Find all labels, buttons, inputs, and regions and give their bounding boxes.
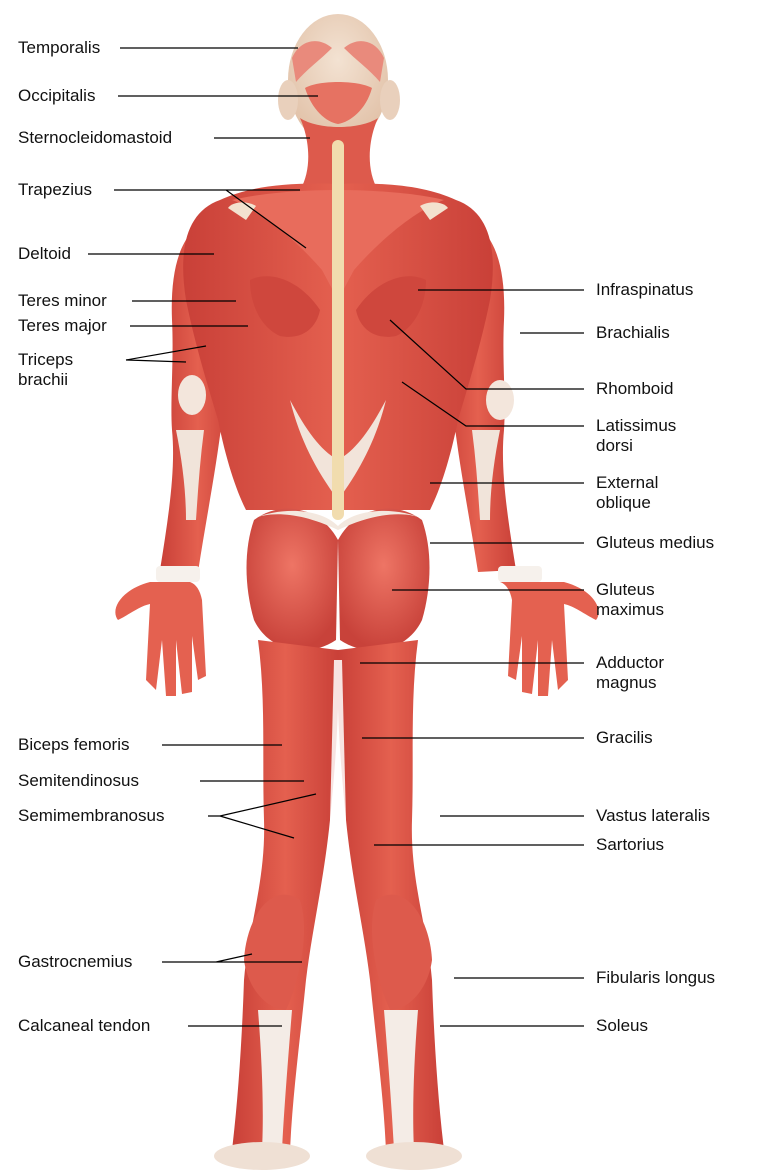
label-gastrocnemius: Gastrocnemius (18, 952, 132, 972)
label-gluteus-maximus-line2: maximus (596, 600, 664, 620)
gluteals (247, 509, 430, 651)
label-occipitalis: Occipitalis (18, 86, 95, 106)
label-triceps-brachii: Triceps brachii (18, 350, 73, 390)
left-leg (214, 640, 339, 1170)
label-rhomboid: Rhomboid (596, 379, 674, 399)
label-deltoid: Deltoid (18, 244, 71, 264)
label-latissimus-dorsi: Latissimus dorsi (596, 416, 676, 456)
label-brachialis: Brachialis (596, 323, 670, 343)
label-adductor-magnus-line2: magnus (596, 673, 664, 693)
label-soleus: Soleus (596, 1016, 648, 1036)
label-external-oblique-line2: oblique (596, 493, 658, 513)
label-gracilis: Gracilis (596, 728, 653, 748)
label-latissimus-line1: Latissimus (596, 416, 676, 436)
label-external-oblique: External oblique (596, 473, 658, 513)
label-infraspinatus: Infraspinatus (596, 280, 693, 300)
label-gluteus-maximus: Gluteus maximus (596, 580, 664, 620)
label-adductor-magnus-line1: Adductor (596, 653, 664, 673)
label-biceps-femoris: Biceps femoris (18, 735, 129, 755)
label-sternocleidomastoid: Sternocleidomastoid (18, 128, 172, 148)
label-triceps-line1: Triceps (18, 350, 73, 370)
label-external-oblique-line1: External (596, 473, 658, 493)
label-latissimus-line2: dorsi (596, 436, 676, 456)
label-triceps-line2: brachii (18, 370, 73, 390)
label-adductor-magnus: Adductor magnus (596, 653, 664, 693)
torso (183, 140, 493, 520)
label-gluteus-maximus-line1: Gluteus (596, 580, 664, 600)
label-trapezius: Trapezius (18, 180, 92, 200)
label-vastus-lateralis: Vastus lateralis (596, 806, 710, 826)
right-leg (337, 640, 462, 1170)
label-teres-minor: Teres minor (18, 291, 107, 311)
label-gluteus-medius: Gluteus medius (596, 533, 714, 553)
label-sartorius: Sartorius (596, 835, 664, 855)
label-semitendinosus: Semitendinosus (18, 771, 139, 791)
label-calcaneal-tendon: Calcaneal tendon (18, 1016, 150, 1036)
label-temporalis: Temporalis (18, 38, 100, 58)
head (278, 14, 400, 146)
label-fibularis-longus: Fibularis longus (596, 968, 715, 988)
label-semimembranosus: Semimembranosus (18, 806, 164, 826)
label-teres-major: Teres major (18, 316, 107, 336)
